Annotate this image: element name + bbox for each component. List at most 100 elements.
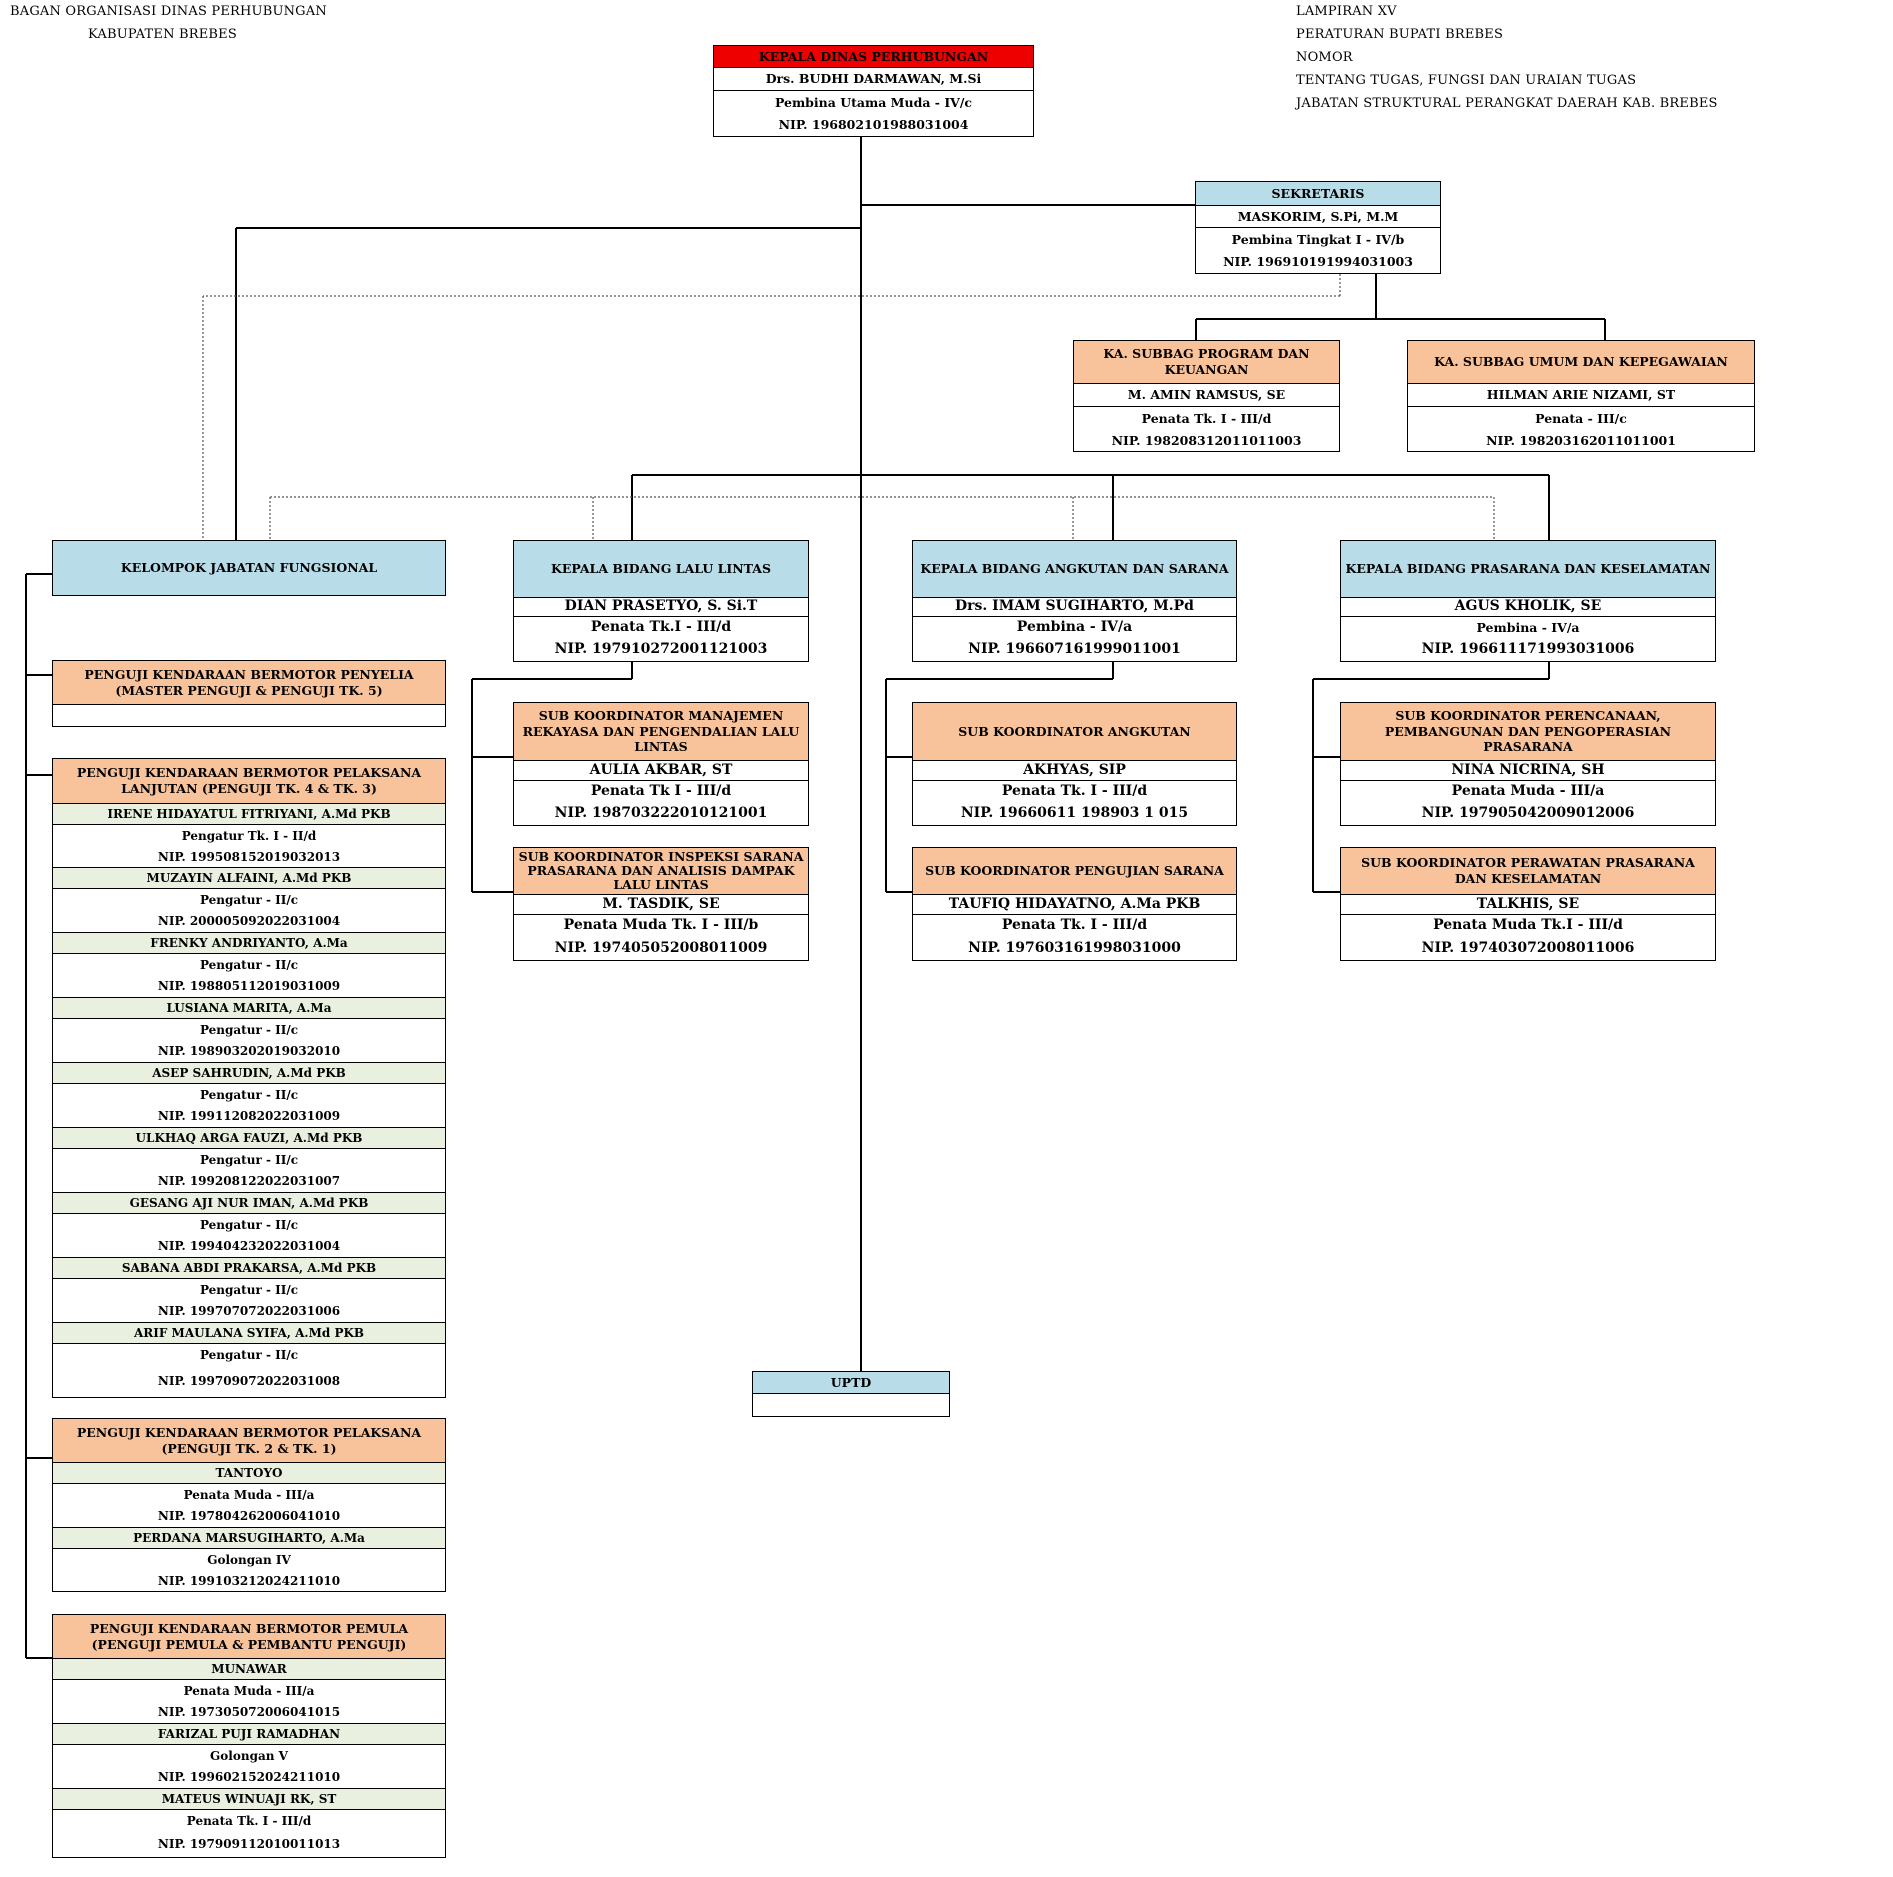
uptd-blank [753, 1394, 949, 1416]
member-name: LUSIANA MARITA, A.Ma [53, 998, 445, 1019]
bidang-lalu-lintas-box: KEPALA BIDANG LALU LINTAS DIAN PRASETYO,… [513, 540, 809, 662]
bidang-prasarana-title: KEPALA BIDANG PRASARANA DAN KESELAMATAN [1341, 541, 1715, 597]
sub-perencanaan-name: NINA NICRINA, SH [1341, 761, 1715, 781]
sub-angkutan-nip: NIP. 19660611 198903 1 015 [960, 805, 1189, 822]
member-nip: NIP. 197305072006041015 [53, 1702, 445, 1724]
member-nip: NIP. 199103212024211010 [157, 1573, 341, 1588]
member-rank: Pengatur - II/c [199, 1347, 299, 1362]
member-name: ASEP SAHRUDIN, A.Md PKB [53, 1063, 445, 1084]
member-name: FARIZAL PUJI RAMADHAN [53, 1724, 445, 1745]
member-rank: Golongan V [210, 1748, 288, 1763]
sekretaris-name: MASKORIM, S.Pi, M.M [1196, 206, 1440, 228]
member-name: MUZAYIN ALFAINI, A.Md PKB [53, 868, 445, 889]
subbag-umum-nip: NIP. 198203162011011001 [1486, 432, 1676, 448]
member-nip: NIP. 197909112010011013 [157, 1837, 341, 1851]
header-right-line4: TENTANG TUGAS, FUNGSI DAN URAIAN TUGAS [1296, 73, 1637, 88]
header-left-line2: KABUPATEN BREBES [88, 27, 237, 42]
penguji-penyelia-box: PENGUJI KENDARAAN BERMOTOR PENYELIA (MAS… [52, 660, 446, 727]
bidang-prasarana-name: AGUS KHOLIK, SE [1341, 597, 1715, 617]
uptd-title: UPTD [753, 1372, 949, 1394]
sub-perencanaan-title: SUB KOORDINATOR PERENCANAAN, PEMBANGUNAN… [1341, 703, 1715, 761]
member-rank: Pengatur - II/c [199, 1217, 299, 1232]
penguji-pemula-box: PENGUJI KENDARAAN BERMOTOR PEMULA (PENGU… [52, 1614, 446, 1858]
uptd-box: UPTD [752, 1371, 950, 1417]
bidang-angkutan-title: KEPALA BIDANG ANGKUTAN DAN SARANA [913, 541, 1236, 597]
bidang-lalu-lintas-title: KEPALA BIDANG LALU LINTAS [514, 541, 808, 597]
sub-perawatan-name: TALKHIS, SE [1341, 895, 1715, 915]
member-name: FRENKY ANDRIYANTO, A.Ma [53, 933, 445, 954]
sub-manajemen-title: SUB KOORDINATOR MANAJEMEN REKAYASA DAN P… [514, 703, 808, 761]
member-nip: NIP. 199602152024211010 [53, 1767, 445, 1789]
bidang-lalu-lintas-nip: NIP. 197910272001121003 [554, 641, 768, 658]
member-nip: NIP. 199404232022031004 [53, 1236, 445, 1258]
member-name: GESANG AJI NUR IMAN, A.Md PKB [53, 1193, 445, 1214]
subbag-program-box: KA. SUBBAG PROGRAM DAN KEUANGAN M. AMIN … [1073, 340, 1340, 452]
subbag-program-nip: NIP. 198208312011011003 [1111, 432, 1302, 448]
member-nip: NIP. 199112082022031009 [53, 1106, 445, 1128]
penguji-pelaksana-title: PENGUJI KENDARAAN BERMOTOR PELAKSANA (PE… [53, 1419, 445, 1463]
penguji-lanjutan-box: PENGUJI KENDARAAN BERMOTOR PELAKSANA LAN… [52, 758, 446, 1398]
penguji-pelaksana-box: PENGUJI KENDARAAN BERMOTOR PELAKSANA (PE… [52, 1418, 446, 1592]
sub-perencanaan-box: SUB KOORDINATOR PERENCANAAN, PEMBANGUNAN… [1340, 702, 1716, 826]
member-name: PERDANA MARSUGIHARTO, A.Ma [53, 1528, 445, 1549]
sekretaris-rank: Pembina Tingkat I - IV/b [1231, 231, 1405, 247]
sub-angkutan-title: SUB KOORDINATOR ANGKUTAN [913, 703, 1236, 761]
member-rank: Penata Tk. I - III/d [186, 1813, 312, 1828]
kepala-dinas-title: KEPALA DINAS PERHUBUNGAN [714, 46, 1033, 68]
sub-perawatan-rank: Penata Muda Tk.I - III/d [1433, 917, 1623, 934]
subbag-program-rank: Penata Tk. I - III/d [1141, 410, 1272, 426]
kelompok-fungsional-title: KELOMPOK JABATAN FUNGSIONAL [53, 541, 445, 595]
header-right-line3: NOMOR [1296, 50, 1353, 65]
sub-inspeksi-box: SUB KOORDINATOR INSPEKSI SARANA PRASARAN… [513, 847, 809, 961]
header-left-line1: BAGAN ORGANISASI DINAS PERHUBUNGAN [10, 4, 327, 19]
sub-manajemen-rank: Penata Tk I - III/d [590, 783, 732, 800]
kepala-dinas-box: KEPALA DINAS PERHUBUNGAN Drs. BUDHI DARM… [713, 45, 1034, 137]
member-name: ARIF MAULANA SYIFA, A.Md PKB [53, 1323, 445, 1344]
bidang-lalu-lintas-name: DIAN PRASETYO, S. Si.T [514, 597, 808, 617]
member-name: TANTOYO [53, 1463, 445, 1484]
member-rank: Pengatur - II/c [199, 957, 299, 972]
bidang-prasarana-box: KEPALA BIDANG PRASARANA DAN KESELAMATAN … [1340, 540, 1716, 662]
subbag-umum-box: KA. SUBBAG UMUM DAN KEPEGAWAIAN HILMAN A… [1407, 340, 1755, 452]
member-nip: NIP. 199208122022031007 [53, 1171, 445, 1193]
member-name: SABANA ABDI PRAKARSA, A.Md PKB [53, 1258, 445, 1279]
sub-pengujian-box: SUB KOORDINATOR PENGUJIAN SARANA TAUFIQ … [912, 847, 1237, 961]
member-nip: NIP. 197804262006041010 [53, 1506, 445, 1528]
member-rank: Pengatur - II/c [199, 1022, 299, 1037]
bidang-angkutan-rank: Pembina - IV/a [1016, 619, 1133, 636]
kepala-dinas-rank: Pembina Utama Muda - IV/c [774, 94, 973, 110]
bidang-angkutan-box: KEPALA BIDANG ANGKUTAN DAN SARANA Drs. I… [912, 540, 1237, 662]
kepala-dinas-name: Drs. BUDHI DARMAWAN, M.Si [714, 68, 1033, 91]
penguji-pemula-title: PENGUJI KENDARAAN BERMOTOR PEMULA (PENGU… [53, 1615, 445, 1659]
header-right-line5: JABATAN STRUKTURAL PERANGKAT DAERAH KAB.… [1296, 96, 1718, 111]
penguji-penyelia-title: PENGUJI KENDARAAN BERMOTOR PENYELIA (MAS… [53, 661, 445, 705]
sub-manajemen-nip: NIP. 198703222010121001 [554, 805, 768, 822]
sub-pengujian-title: SUB KOORDINATOR PENGUJIAN SARANA [913, 848, 1236, 895]
sub-inspeksi-name: M. TASDIK, SE [514, 895, 808, 915]
kepala-dinas-nip: NIP. 196802101988031004 [778, 117, 969, 133]
member-nip: NIP. 199508152019032013 [53, 847, 445, 868]
sekretaris-nip: NIP. 196910191994031003 [1223, 254, 1413, 270]
sub-inspeksi-rank: Penata Muda Tk. I - III/b [563, 917, 759, 934]
member-name: MATEUS WINUAJI RK, ST [53, 1789, 445, 1810]
sub-perawatan-nip: NIP. 197403072008011006 [1421, 939, 1635, 956]
member-rank: Golongan IV [207, 1552, 291, 1567]
bidang-lalu-lintas-rank: Penata Tk.I - III/d [590, 619, 732, 636]
penguji-lanjutan-title: PENGUJI KENDARAAN BERMOTOR PELAKSANA LAN… [53, 759, 445, 804]
sekretaris-box: SEKRETARIS MASKORIM, S.Pi, M.M Pembina T… [1195, 181, 1441, 274]
member-name: ULKHAQ ARGA FAUZI, A.Md PKB [53, 1128, 445, 1149]
sub-perencanaan-nip: NIP. 197905042009012006 [1421, 805, 1635, 822]
member-rank: Pengatur - II/c [199, 892, 299, 907]
subbag-program-name: M. AMIN RAMSUS, SE [1074, 384, 1339, 407]
member-rank: Pengatur - II/c [199, 1282, 299, 1297]
sub-angkutan-name: AKHYAS, SIP [913, 761, 1236, 781]
member-nip: NIP. 199709072022031008 [157, 1374, 341, 1388]
sub-pengujian-nip: NIP. 197603161998031000 [968, 939, 1181, 956]
sekretaris-title: SEKRETARIS [1196, 182, 1440, 206]
sub-inspeksi-nip: NIP. 197405052008011009 [554, 939, 768, 956]
bidang-prasarana-rank: Pembina - IV/a [1476, 620, 1580, 636]
sub-angkutan-rank: Penata Tk. I - III/d [1001, 783, 1148, 800]
subbag-umum-title: KA. SUBBAG UMUM DAN KEPEGAWAIAN [1408, 341, 1754, 384]
member-rank: Pengatur - II/c [199, 1087, 299, 1102]
